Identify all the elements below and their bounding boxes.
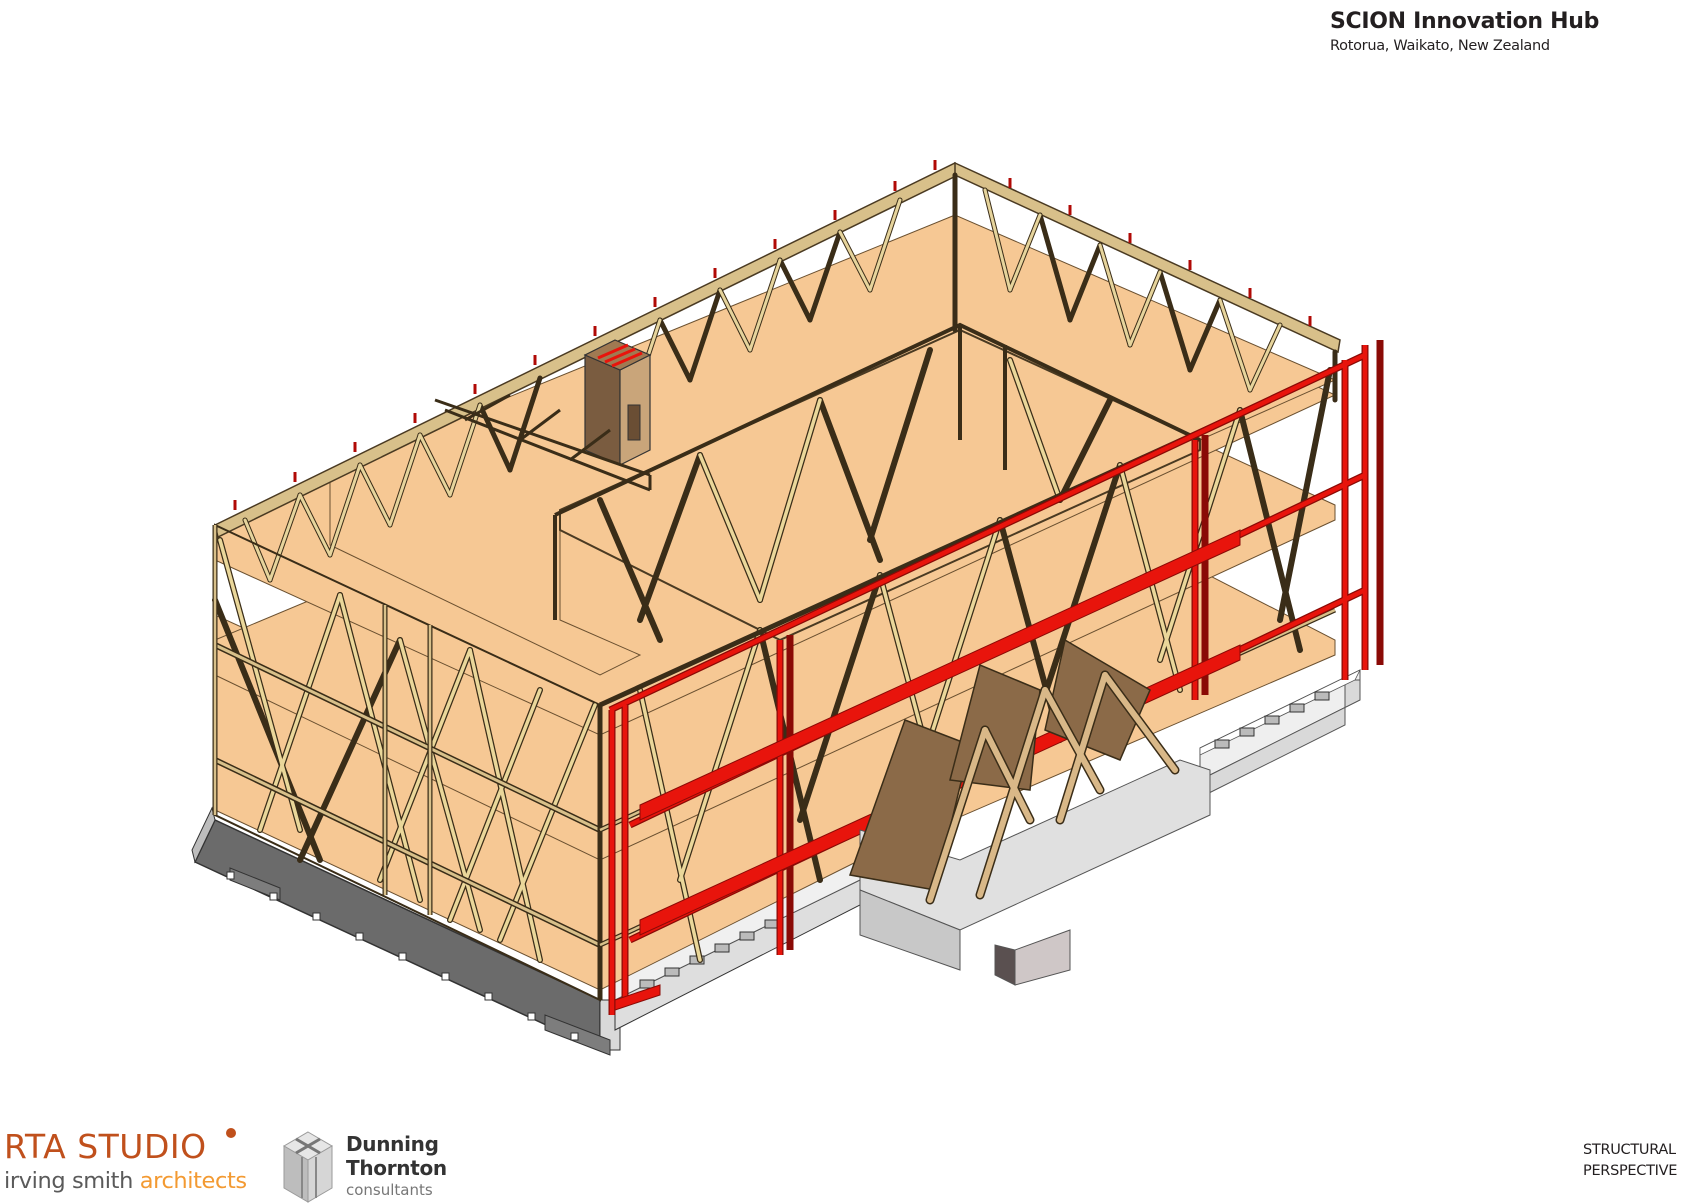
dunning-thornton-cube-icon	[283, 1131, 333, 1203]
rta-studio-logo: RTA STUDIO irving smith architects	[4, 1128, 247, 1196]
sheet-label-line1: STRUCTURAL	[1583, 1142, 1676, 1158]
rta-sub-primary: irving smith	[4, 1168, 140, 1194]
rta-studio-subtitle: irving smith architects	[4, 1166, 247, 1196]
rta-studio-name: RTA STUDIO	[4, 1127, 207, 1166]
foundation	[191, 669, 1361, 1056]
roof-truss	[214, 160, 1341, 583]
dunning-thornton-logo: Dunning Thornton consultants	[280, 1128, 447, 1204]
dunning-thornton-line3: consultants	[346, 1181, 433, 1199]
rta-sub-accent: architects	[139, 1168, 247, 1194]
lift-core	[583, 339, 652, 466]
entrance-canopy	[848, 638, 1211, 986]
sheet-label-line2: PERSPECTIVE	[1583, 1163, 1678, 1179]
sheet-label: STRUCTURAL PERSPECTIVE	[1583, 1140, 1677, 1182]
walkway-truss	[434, 393, 652, 492]
rta-dot-icon	[226, 1128, 236, 1138]
project-title-block: SCION Innovation Hub Rotorua, Waikato, N…	[1330, 8, 1599, 56]
left-facade-diagrid	[212, 523, 603, 1002]
dunning-thornton-line2: Thornton	[346, 1156, 447, 1180]
project-location: Rotorua, Waikato, New Zealand	[1330, 38, 1550, 54]
dunning-thornton-line1: Dunning	[346, 1132, 439, 1156]
project-title: SCION Innovation Hub	[1330, 9, 1600, 34]
